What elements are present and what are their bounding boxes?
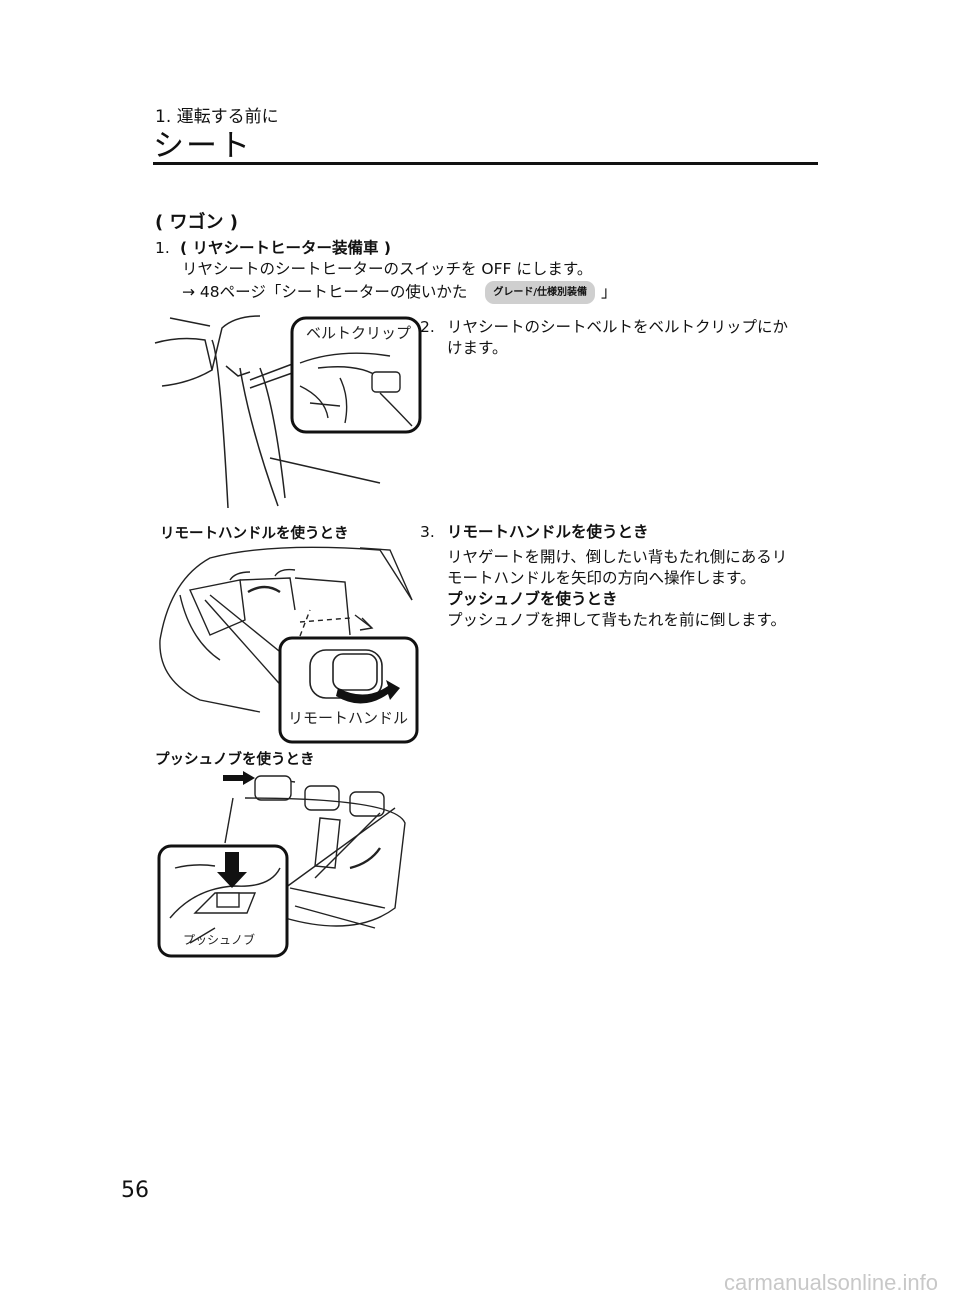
step-3-body-line2: モートハンドルを矢印の方向へ操作します。 bbox=[447, 569, 756, 587]
belt-clip-illustration: ベルトクリップ bbox=[154, 315, 422, 509]
push-knob-caption: プッシュノブを使うとき bbox=[155, 752, 315, 768]
step-1-reference: → 48ページ「シートヒーターの使いかたグレード/仕様別装備」 bbox=[182, 281, 617, 304]
step-3-sub-body: プッシュノブを押して背もたれを前に倒します。 bbox=[447, 611, 786, 629]
section-heading: ( ワゴン ) bbox=[155, 212, 238, 233]
remote-handle-caption: リモートハンドルを使うとき bbox=[160, 526, 349, 542]
step-3-subtitle: プッシュノブを使うとき bbox=[447, 590, 618, 608]
step-2-number: 2. bbox=[420, 318, 435, 336]
step-3-body-line1: リヤゲートを開け、倒したい背もたれ側にあるリ bbox=[447, 548, 788, 566]
push-knob-illustration: プッシュノブ bbox=[157, 771, 406, 958]
belt-clip-label: ベルトクリップ bbox=[306, 324, 411, 342]
step-1-ref-close: 」 bbox=[601, 283, 617, 301]
page-title: シート bbox=[153, 128, 252, 164]
remote-handle-label: リモートハンドル bbox=[288, 709, 408, 727]
page-number: 56 bbox=[121, 1178, 149, 1203]
step-2-line2: けます。 bbox=[447, 339, 508, 357]
step-3-title: リモートハンドルを使うとき bbox=[447, 523, 649, 541]
watermark: carmanualsonline.info bbox=[723, 1270, 938, 1295]
chapter-title: 1. 運転する前に bbox=[155, 107, 279, 127]
remote-handle-illustration: リモートハンドル bbox=[159, 546, 419, 744]
step-2-line1: リヤシートのシートベルトをベルトクリップにか bbox=[447, 318, 789, 336]
push-knob-label: プッシュノブ bbox=[183, 932, 255, 947]
step-1-title: ( リヤシートヒーター装備車 ) bbox=[180, 239, 391, 257]
grade-badge: グレード/仕様別装備 bbox=[485, 281, 595, 304]
step-1-body: リヤシートのシートヒーターのスイッチを OFF にします。 bbox=[182, 260, 593, 278]
title-divider bbox=[153, 162, 818, 165]
step-3-number: 3. bbox=[420, 523, 435, 541]
step-1-number: 1. bbox=[155, 239, 170, 257]
step-1-ref-text: → 48ページ「シートヒーターの使いかた bbox=[182, 283, 468, 301]
